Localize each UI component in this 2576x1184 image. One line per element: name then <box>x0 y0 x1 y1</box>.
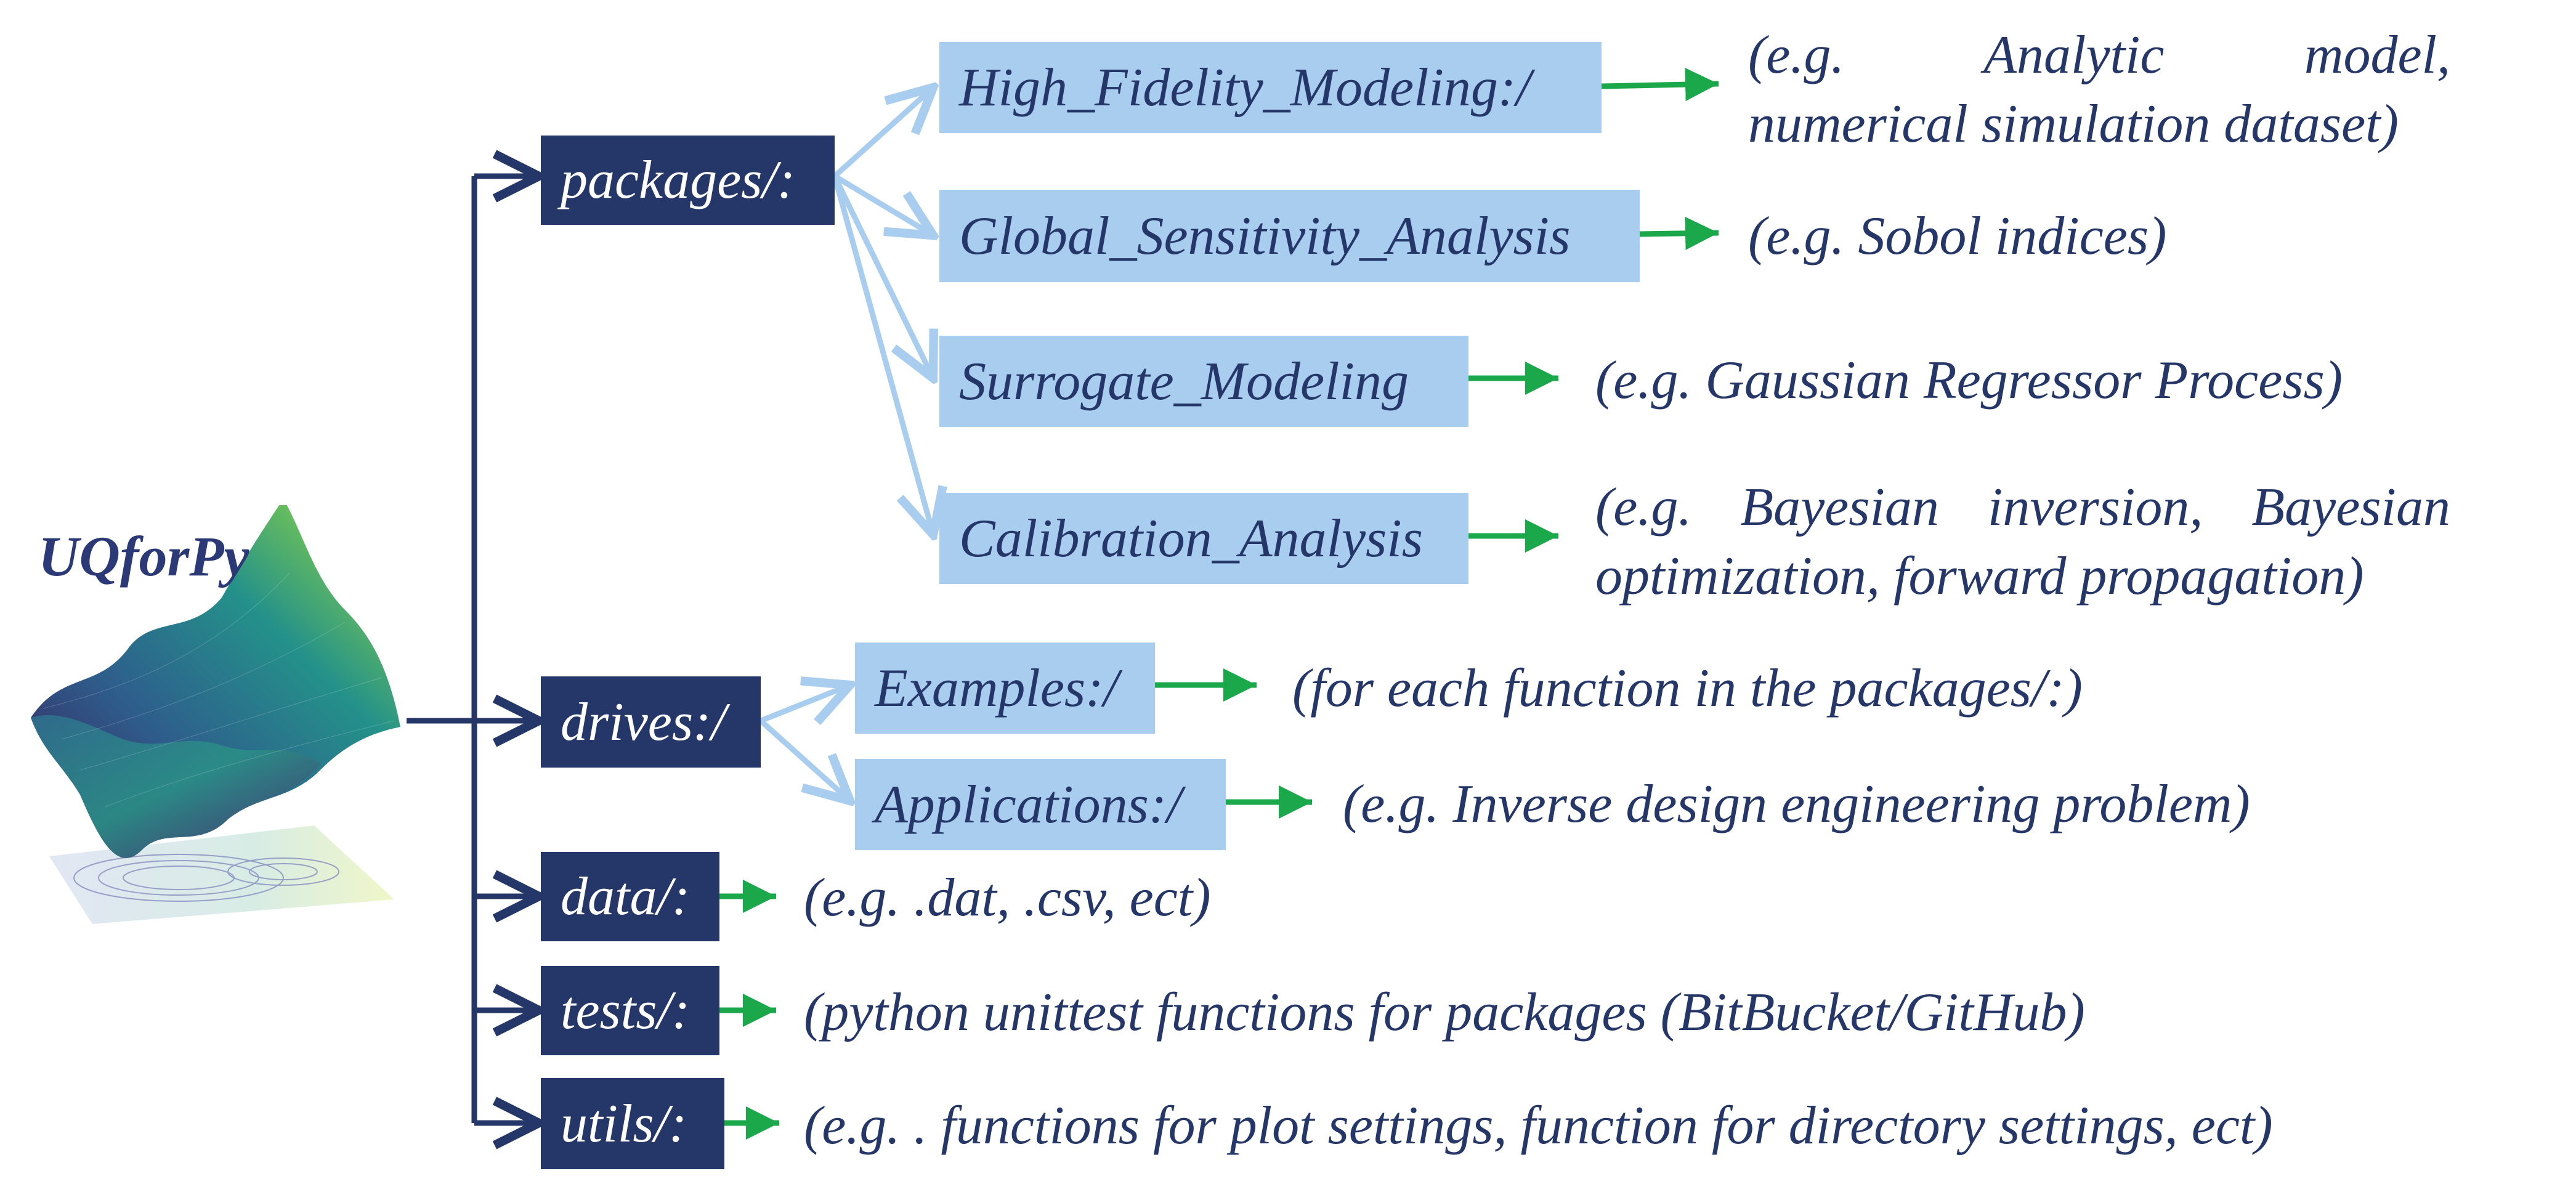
drives-applications: Applications:/ <box>855 759 1226 850</box>
note-calibration-line1: (e.g. Bayesian inversion, Bayesian <box>1595 477 2450 537</box>
note-utils: (e.g. . functions for plot settings, fun… <box>804 1096 2273 1156</box>
note-sensitivity: (e.g. Sobol indices) <box>1748 206 2167 266</box>
note-tests: (python unittest functions for packages … <box>804 983 2085 1042</box>
note-high-fidelity: (e.g. Analytic model, numerical simulati… <box>1748 21 2450 159</box>
note-examples: (for each function in the packages/:) <box>1292 659 2083 718</box>
folder-drives: drives:/ <box>541 676 761 768</box>
note-applications: (e.g. Inverse design engineering problem… <box>1343 774 2250 834</box>
package-surrogate-modeling: Surrogate_Modeling <box>939 336 1468 427</box>
note-calibration-line2: optimization, forward propagation) <box>1595 546 2364 606</box>
note-high-fidelity-line1: (e.g. Analytic model, <box>1748 25 2450 85</box>
note-high-fidelity-line2: numerical simulation dataset) <box>1748 94 2399 154</box>
note-calibration: (e.g. Bayesian inversion, Bayesian optim… <box>1595 473 2450 611</box>
brand-title: UQforPy <box>38 525 249 588</box>
folder-packages: packages/: <box>541 136 835 225</box>
folder-data: data/: <box>541 852 719 941</box>
folder-utils: utils/: <box>541 1078 724 1169</box>
package-global-sensitivity-analysis: Global_Sensitivity_Analysis <box>939 190 1640 282</box>
drives-examples: Examples:/ <box>855 643 1155 734</box>
folder-tests: tests/: <box>541 966 719 1055</box>
surface-plot-logo <box>31 505 400 924</box>
note-surrogate: (e.g. Gaussian Regressor Process) <box>1595 351 2343 410</box>
note-data: (e.g. .dat, .csv, ect) <box>804 868 1211 928</box>
package-calibration-analysis: Calibration_Analysis <box>939 493 1468 584</box>
package-high-fidelity-modeling: High_Fidelity_Modeling:/ <box>939 42 1602 133</box>
